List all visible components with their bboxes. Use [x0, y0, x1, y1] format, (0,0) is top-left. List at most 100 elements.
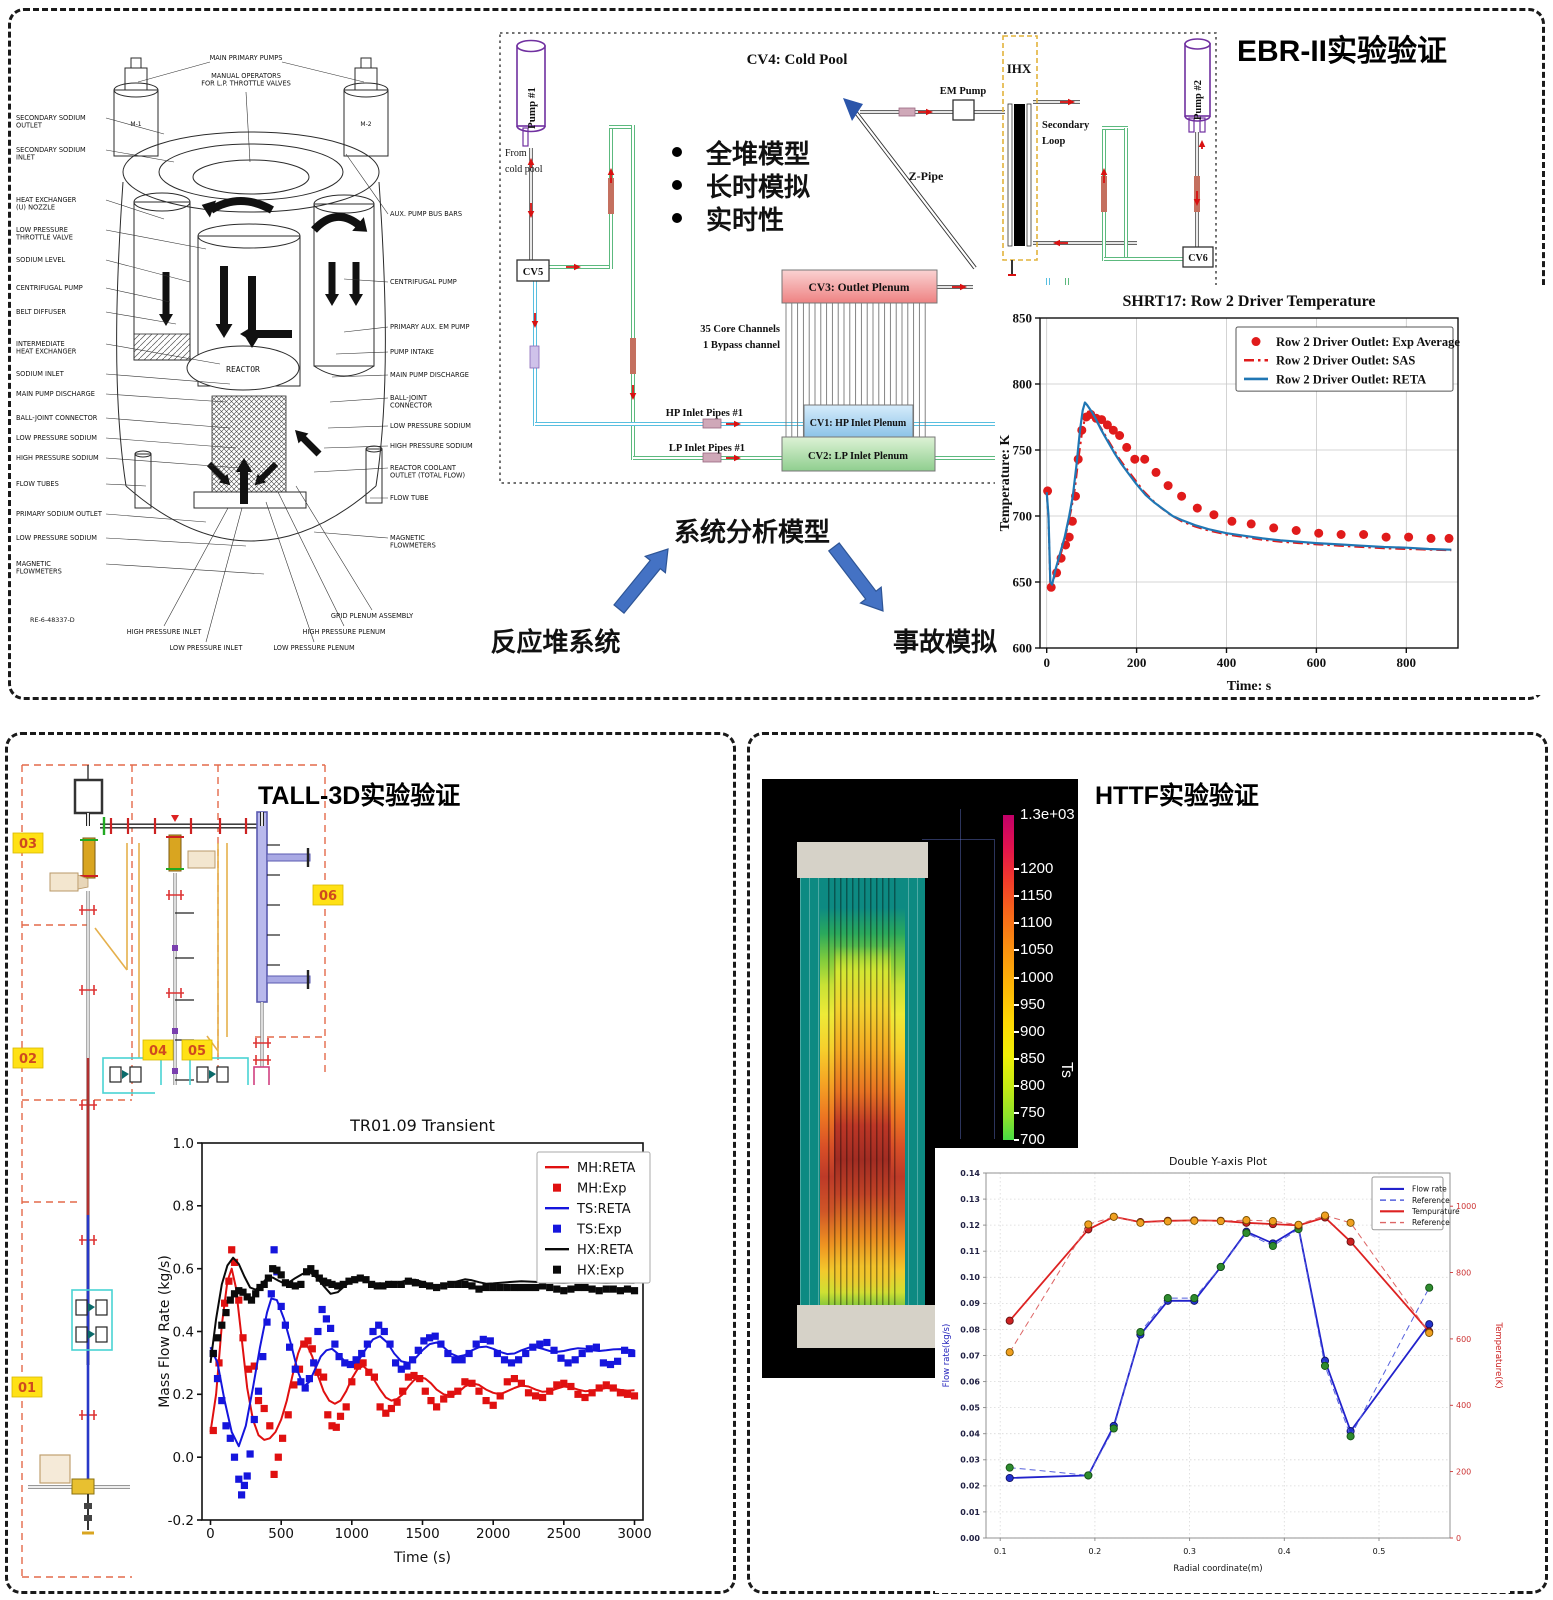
flow-arrow-icon: [1053, 239, 1068, 247]
colorbar-tick: [1014, 1139, 1019, 1141]
reactor-annotation: PUMP INTAKE: [390, 348, 434, 356]
valve-actuator: [187, 850, 216, 869]
x-tick-label: 800: [1397, 655, 1417, 670]
pipe-fitting: [166, 890, 184, 900]
flow-arrow-icon: [527, 203, 535, 218]
flow-arrow-icon: [325, 262, 339, 306]
zone-tag-label: 04: [149, 1044, 167, 1059]
side-branch: [266, 975, 311, 984]
reactor-annotation: LOW PRESSURE INLET: [170, 644, 244, 652]
reactor-annotation: LOW PRESSURE SODIUM: [16, 534, 97, 542]
colorbar-tick: [1014, 949, 1019, 951]
cv2-box: [781, 436, 936, 472]
reactor-annotation: MAIN PRIMARY PUMPS: [210, 54, 283, 62]
bullet-item: 全堆模型: [672, 136, 810, 169]
pump-bar: [1101, 176, 1107, 212]
reactor-annotation: BELT DIFFUSER: [16, 308, 66, 316]
y-axis-label: Temperature: K: [998, 434, 1013, 531]
cv5-label: CV5: [523, 267, 543, 278]
y2-tick-label: 400: [1456, 1401, 1471, 1410]
x-tick-label: 0.2: [1089, 1547, 1102, 1556]
arrow-up-right: [613, 548, 669, 614]
x-tick-label: 0.4: [1278, 1547, 1291, 1556]
pipe-fitting: [166, 988, 184, 998]
legend-label: HX:RETA: [577, 1243, 633, 1258]
y-tick-label: 0.02: [960, 1482, 980, 1491]
reactor-label: REACTOR: [226, 365, 260, 374]
pipe-fitting: [79, 985, 97, 995]
y-tick-label: 600: [1013, 641, 1033, 656]
x-tick-label: 0.5: [1373, 1547, 1386, 1556]
y-tick-label: -0.2: [168, 1513, 194, 1529]
ihx-label: IHX: [1007, 61, 1032, 76]
flow-arrow-icon: [726, 454, 741, 462]
colorbar-tick-label: 800: [1020, 1077, 1046, 1094]
colorbar-tick-label: 1150: [1020, 887, 1053, 904]
pump-symbol: [109, 1066, 142, 1083]
valve-actuator: [49, 872, 79, 892]
flow-arrow-icon: [240, 325, 292, 343]
y2-tick-label: 600: [1456, 1335, 1471, 1344]
cv3-box: [781, 269, 938, 304]
bullet-label: 实时性: [706, 204, 785, 235]
zone-tag-label: 03: [19, 837, 37, 852]
reactor-annotation: LOW PRESSURE SODIUM: [16, 434, 97, 442]
series-Reference: [1005, 1225, 1434, 1480]
ihx-box: [1002, 35, 1038, 261]
legend-label: MH:Exp: [577, 1181, 627, 1196]
flow-arrow-icon: [235, 458, 253, 504]
colorbar-tick: [1014, 1085, 1019, 1087]
x-axis-label: Time: s: [1227, 679, 1272, 694]
flow-arrow-icon: [159, 272, 173, 326]
reactor-annotation: CENTRIFUGAL PUMP: [16, 284, 83, 292]
legend-box: [1371, 1176, 1444, 1231]
y-tick-label: 650: [1013, 575, 1033, 590]
fuel-rod-lines: [828, 878, 898, 1305]
reactor-annotation: FLOW TUBE: [390, 494, 429, 502]
flow-arrow-icon: [206, 461, 231, 486]
flow-arrow-icon: [349, 262, 363, 306]
primary-pump-m1: [113, 57, 159, 157]
y2-tick-label: 800: [1456, 1268, 1471, 1277]
lp-pipes-label: LP Inlet Pipes #1: [669, 443, 745, 454]
reactor-dome: [186, 345, 300, 391]
reactor-annotation: SODIUM LEVEL: [16, 256, 66, 264]
reactor-annotation: HIGH PRESSURE PLENUM: [302, 628, 385, 636]
x-tick-label: 1000: [335, 1526, 369, 1542]
pump-tag: M-1: [130, 121, 141, 128]
z-pipe-label: Z-Pipe: [909, 169, 944, 183]
bullet-label: 长时模拟: [706, 171, 811, 202]
y2-tick-label: 200: [1456, 1468, 1471, 1477]
y-tick-label: 0.12: [960, 1221, 980, 1230]
bullet-icon: [672, 213, 682, 223]
y-tick-label: 1.0: [173, 1136, 194, 1152]
ebr-title: EBR-II实验验证: [1237, 35, 1447, 68]
bullet-item: 实时性: [672, 202, 810, 235]
flow-arrows: [613, 542, 884, 614]
legend-label: Flow rate: [1412, 1185, 1447, 1194]
flow-arrow-icon: [531, 313, 539, 328]
colorbar-tick-label: 900: [1020, 1023, 1046, 1040]
legend-label: TS:Exp: [576, 1222, 622, 1237]
flow-arrow-icon: [243, 276, 261, 348]
reactor-annotation: LOW PRESSURE PLENUM: [273, 644, 355, 652]
series-TS:Exp: [209, 1246, 636, 1499]
x-tick-label: 3000: [617, 1526, 651, 1542]
colorbar-tick: [1014, 868, 1019, 870]
cv1-box: [803, 404, 914, 438]
zone-tag-06: 06: [312, 884, 344, 906]
pump-bar: [608, 178, 614, 214]
y-tick-label: 0.06: [960, 1377, 980, 1386]
